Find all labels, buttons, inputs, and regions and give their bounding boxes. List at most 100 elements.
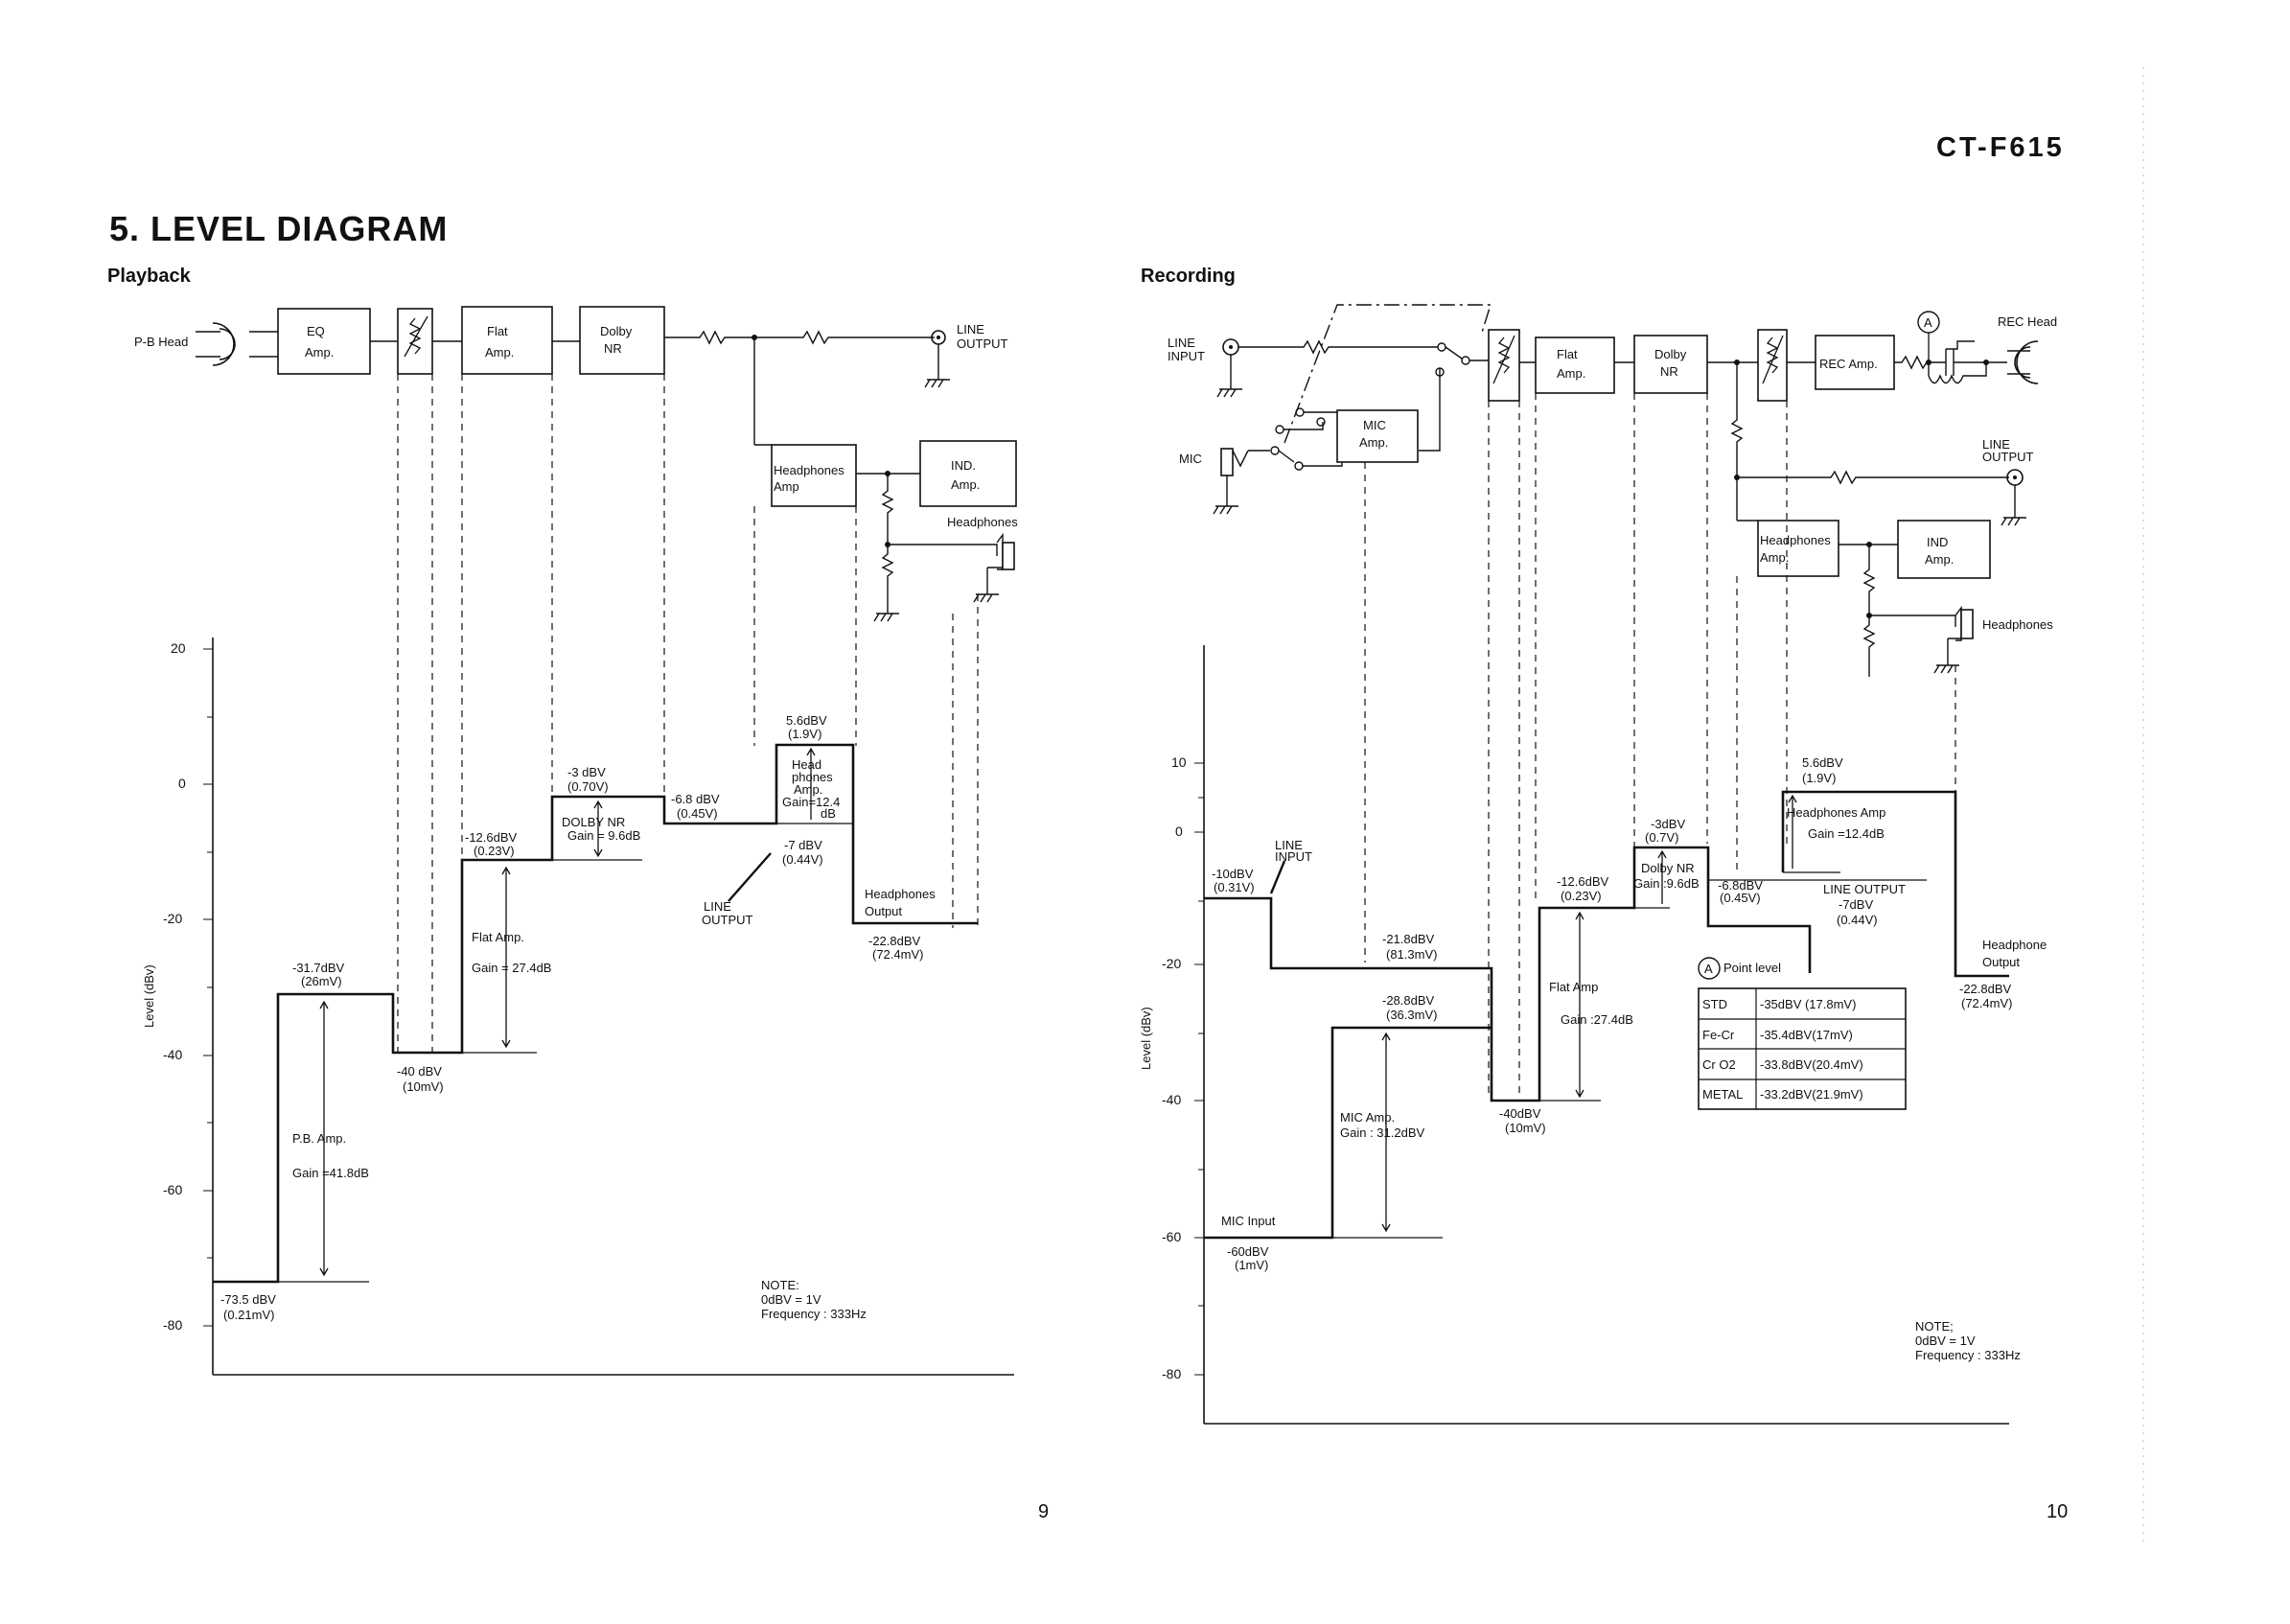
playback-level-path	[213, 743, 978, 1284]
pb-line-output-label-2: OUTPUT	[957, 336, 1008, 351]
pb-level-2-v: (26mV)	[301, 974, 342, 988]
pb-hp-output-label-2: Output	[865, 904, 902, 918]
pb-level-8-v: (0.44V)	[782, 852, 823, 867]
rec-mic-level: -60dBV	[1227, 1244, 1269, 1259]
rec-mic-input-label: MIC Input	[1221, 1214, 1276, 1228]
pb-level-7-v: (1.9V)	[788, 727, 821, 741]
rec-rec-amp-block	[1815, 335, 1895, 390]
rec-mic-level-v: (1mV)	[1235, 1258, 1268, 1272]
rec-dolby-nr-block	[1633, 335, 1708, 394]
rec-headphones-label: Headphones	[1982, 617, 2053, 632]
pb-flat-amp-label: Amp.	[485, 345, 514, 360]
point-level-marker	[1698, 957, 1721, 980]
playback-axis: 20 0 -20 -40 -60 -80 Level (dBv)	[142, 638, 1014, 1376]
pb-ind-label: IND.	[951, 458, 976, 473]
pb-level-1: -73.5 dBV	[220, 1292, 276, 1307]
pb-tick-m40: -40	[163, 1047, 182, 1062]
pb-tick-m20: -20	[163, 911, 182, 926]
pb-hp-gain-5: dB	[821, 806, 836, 821]
playback-heading: Playback	[107, 266, 191, 287]
recording-level-path	[1204, 790, 2009, 1240]
rec-level-a1-v: (81.3mV)	[1386, 947, 1437, 962]
pb-level-1-v: (0.21mV)	[223, 1308, 274, 1322]
rec-mic-amp-block	[1336, 409, 1419, 463]
page-number-right: 10	[2047, 1501, 2069, 1522]
pb-note-line2: Frequency : 333Hz	[761, 1307, 867, 1321]
table-row-fecr-value: -35.4dBV(17mV)	[1760, 1028, 1853, 1042]
pb-flat-amp-gain-label: Flat Amp.	[472, 930, 524, 944]
pb-tick-20: 20	[171, 640, 186, 656]
rec-hp-amp-label: Headphones	[1760, 533, 1831, 547]
pb-hp-gain-2: phones	[792, 770, 833, 784]
rec-note-title: NOTE;	[1915, 1319, 1954, 1334]
pb-dolby-gain-label: DOLBY NR	[562, 815, 625, 829]
pb-note-line1: 0dBV = 1V	[761, 1292, 821, 1307]
rec-ind-label: IND	[1927, 535, 1948, 549]
rec-hp-amp-gain: Gain =12.4dB	[1808, 826, 1885, 841]
table-row-cro2-name: Cr O2	[1702, 1057, 1736, 1072]
rec-mic-amp-gain: Gain : 31.2dBV	[1340, 1125, 1424, 1140]
rec-tick-10: 10	[1171, 754, 1187, 770]
pb-eq-label: EQ	[307, 324, 325, 338]
rec-note-line2: Frequency : 333Hz	[1915, 1348, 2021, 1362]
rec-line-in-level-label: LINE	[1275, 838, 1303, 852]
rec-level-b5-v: (1.9V)	[1802, 771, 1836, 785]
rec-line-input-label: LINE	[1168, 336, 1195, 350]
rec-line-output-level: -7dBV	[1839, 897, 1873, 912]
rec-level-b1-v: (10mV)	[1505, 1121, 1546, 1135]
pb-level-2: -31.7dBV	[292, 961, 345, 975]
rec-level-b7-v: (72.4mV)	[1961, 996, 2012, 1010]
pb-level-3-v: (10mV)	[403, 1079, 444, 1094]
pb-level-8: -7 dBV	[784, 838, 822, 852]
rec-mic-amp-label: MIC	[1363, 418, 1386, 432]
pb-headphones-label: Headphones	[947, 515, 1018, 529]
pb-head-label: P-B Head	[134, 335, 188, 349]
rec-dolby-gain-label: Dolby NR	[1641, 861, 1695, 875]
table-row-metal-name: METAL	[1702, 1087, 1743, 1102]
recording-axis: 10 0 -20 -40 -60 -80 Level (dBv)	[1139, 645, 2009, 1425]
rec-axis-label: Level (dBv)	[1139, 1007, 1153, 1070]
rec-hp-amp-label-2: Amp.	[1760, 550, 1789, 565]
pb-level-6-v: (0.45V)	[677, 806, 718, 821]
pb-hp-amp-label: Headphones	[774, 463, 844, 477]
recording-dashed-guides	[1364, 393, 1956, 1097]
rec-level-b7: -22.8dBV	[1959, 982, 2012, 996]
model-number: CT-F615	[1936, 132, 2065, 163]
rec-level-a2-v: (36.3mV)	[1386, 1008, 1437, 1022]
recording-level-labels: -10dBV (0.31V) LINE INPUT -21.8dBV (81.3…	[1212, 755, 2047, 1362]
pb-ind-amp-label: Amp.	[951, 477, 980, 492]
rec-line-input-label-2: INPUT	[1168, 349, 1205, 363]
rec-tick-m60: -60	[1162, 1229, 1181, 1244]
pb-hp-output-label: Headphones	[865, 887, 936, 901]
rec-rec-amp-label: REC Amp.	[1819, 357, 1878, 371]
pb-headphones-amp-block	[771, 444, 857, 507]
rec-line-output-label: LINE	[1982, 437, 2010, 452]
rec-flat-amp-gain-label: Flat Amp	[1549, 980, 1598, 994]
pb-dolby-nr-block	[579, 306, 665, 375]
point-level-table: STD -35dBV (17.8mV) Fe-Cr -35.4dBV(17mV)…	[1698, 987, 1907, 1110]
table-row-std-name: STD	[1702, 997, 1727, 1011]
page-number-left: 9	[1038, 1501, 1050, 1522]
pb-level-4-v: (0.23V)	[474, 844, 515, 858]
playback-schematic: P-B Head EQ Amp. Flat Amp. Dolby NR LINE…	[134, 306, 1018, 622]
pb-note-title: NOTE:	[761, 1278, 799, 1292]
pb-hp-gain-4: Gain=12.4	[782, 795, 840, 809]
pb-level-5: -3 dBV	[567, 765, 606, 779]
point-level-title: Point level	[1723, 961, 1781, 975]
table-row-metal-value: -33.2dBV(21.9mV)	[1760, 1087, 1863, 1102]
rec-headphones-jack-icon	[1960, 609, 1974, 639]
recording-heading: Recording	[1141, 266, 1236, 287]
rec-point-a-label: A	[1924, 315, 1932, 330]
rec-line-output-label-2: OUTPUT	[1982, 450, 2034, 464]
pb-level-7: 5.6dBV	[786, 713, 827, 728]
rec-note-line1: 0dBV = 1V	[1915, 1334, 1976, 1348]
pb-hp-gain-1: Head	[792, 757, 821, 772]
table-row-cro2-value: -33.8dBV(20.4mV)	[1760, 1057, 1863, 1072]
pb-hp-gain-3: Amp.	[794, 782, 822, 797]
pb-axis-label: Level (dBv)	[142, 964, 156, 1028]
rec-level-b3: -3dBV	[1651, 817, 1685, 831]
pb-level-9-v: (72.4mV)	[872, 947, 923, 962]
rec-mic-jack-icon	[1220, 448, 1234, 476]
rec-level-b3-v: (0.7V)	[1645, 830, 1678, 845]
